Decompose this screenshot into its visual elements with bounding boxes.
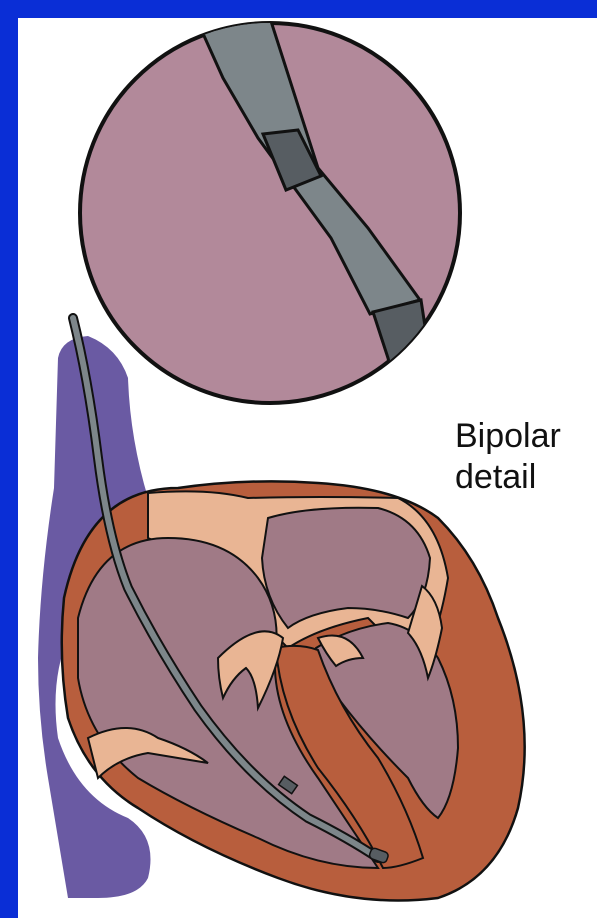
heart-illustration [38,318,525,901]
caption-line-1: Bipolar [455,416,561,457]
slide-canvas: Bipolar detail [18,18,597,918]
caption-line-2: detail [455,457,561,498]
bipolar-detail-magnifier [80,18,460,403]
caption-bipolar-detail: Bipolar detail [455,416,561,498]
